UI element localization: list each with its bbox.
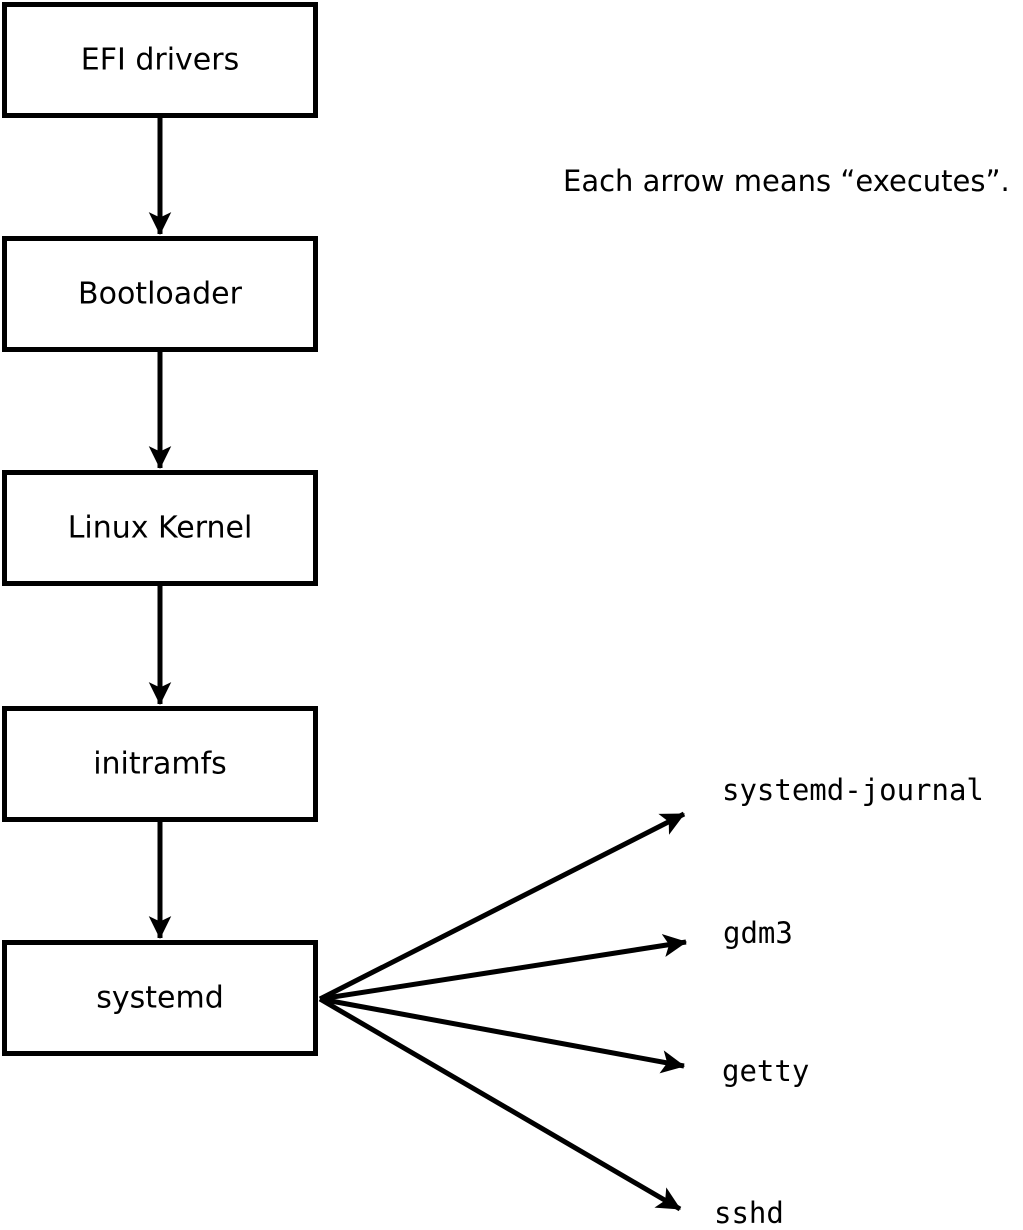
box-outline-efi-drivers [2, 2, 318, 118]
box-label-linux-kernel: Linux Kernel [68, 511, 253, 546]
diagram-note: Each arrow means “executes”. [563, 164, 1010, 198]
box-outline-linux-kernel [2, 470, 318, 586]
process-box-efi-drivers[interactable]: EFI drivers [2, 2, 318, 118]
arrow-systemd-to-systemd-journal [318, 811, 686, 1002]
box-label-efi-drivers: EFI drivers [81, 43, 239, 78]
box-label-initramfs: initramfs [93, 747, 227, 782]
box-label-systemd: systemd [96, 981, 224, 1016]
box-outline-initramfs [2, 706, 318, 822]
arrow-systemd-to-sshd [318, 996, 682, 1212]
leaf-label-getty: getty [722, 1054, 809, 1088]
leaf-label-systemd-journal: systemd-journal [722, 773, 984, 807]
box-outline-systemd [2, 940, 318, 1056]
process-box-systemd[interactable]: systemd [2, 940, 318, 1056]
arrow-systemd-to-getty [319, 996, 686, 1074]
leaf-label-gdm3: gdm3 [723, 916, 793, 950]
box-label-bootloader: Bootloader [78, 277, 243, 312]
process-box-initramfs[interactable]: initramfs [2, 706, 318, 822]
arrow-systemd-to-gdm3 [319, 933, 688, 1002]
process-box-bootloader[interactable]: Bootloader [2, 236, 318, 352]
leaf-label-sshd: sshd [714, 1196, 784, 1230]
process-box-linux-kernel[interactable]: Linux Kernel [2, 470, 318, 586]
box-outline-bootloader [2, 236, 318, 352]
